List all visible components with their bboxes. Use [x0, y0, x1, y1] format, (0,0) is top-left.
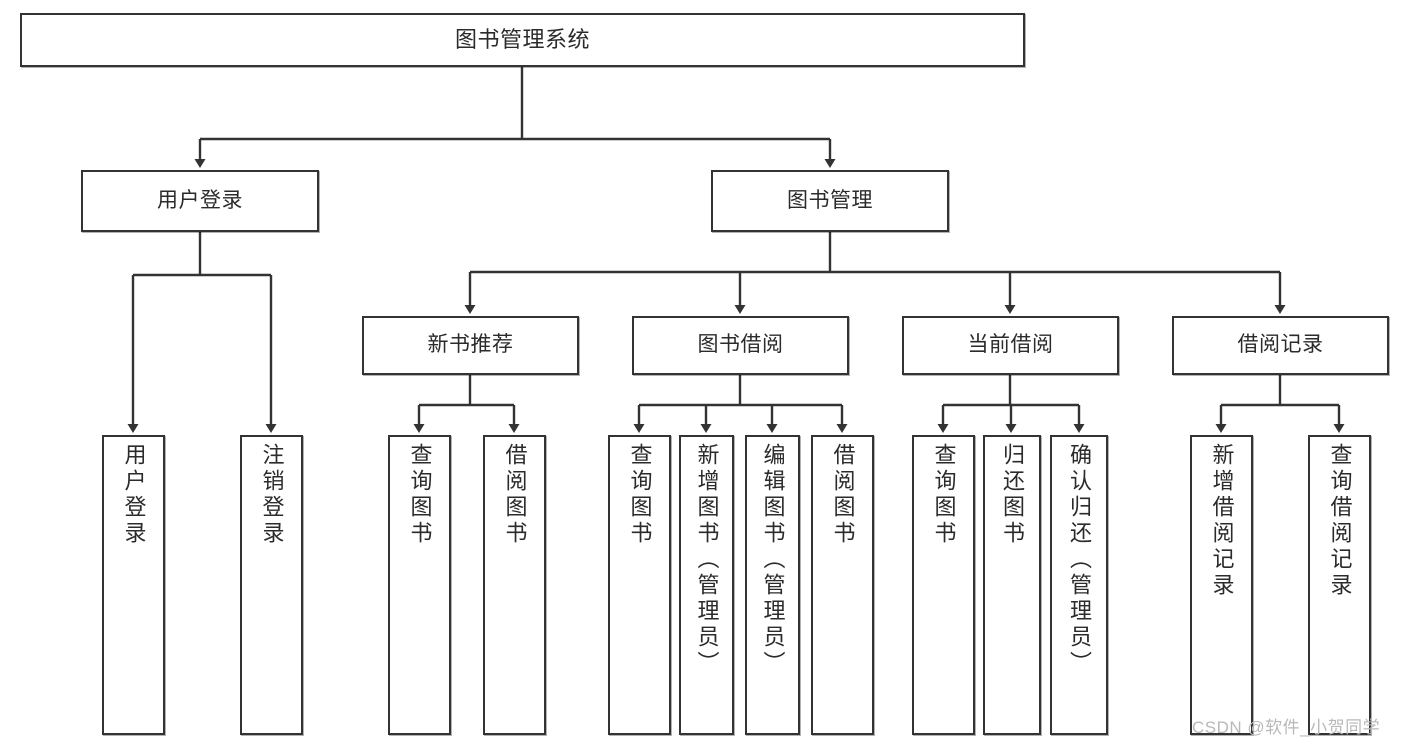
node-current-borrow[interactable]: 当前借阅: [902, 316, 1119, 375]
node-leaf-user-login[interactable]: 用户登录: [102, 435, 165, 735]
node-leaf-confirm-return-admin[interactable]: 确认归还（管理员）: [1050, 435, 1108, 735]
node-leaf-add-book-admin-label: 新增图书（管理员）: [694, 443, 720, 677]
node-leaf-add-borrow-record-label: 新增借阅记录: [1209, 443, 1235, 599]
node-leaf-logout-login[interactable]: 注销登录: [240, 435, 303, 735]
node-leaf-add-borrow-record[interactable]: 新增借阅记录: [1190, 435, 1253, 735]
node-leaf-borrow-book-2[interactable]: 借阅图书: [811, 435, 874, 735]
node-leaf-query-book-1-label: 查询图书: [407, 443, 433, 547]
node-root[interactable]: 图书管理系统: [20, 13, 1025, 67]
node-borrow-record-label: 借阅记录: [1237, 333, 1324, 357]
node-book-borrow-label: 图书借阅: [697, 333, 784, 357]
node-leaf-return-book[interactable]: 归还图书: [983, 435, 1041, 735]
node-book-borrow[interactable]: 图书借阅: [632, 316, 849, 375]
node-borrow-record[interactable]: 借阅记录: [1172, 316, 1389, 375]
node-leaf-edit-book-admin[interactable]: 编辑图书（管理员）: [745, 435, 800, 735]
node-book-manage-label: 图书管理: [787, 188, 873, 212]
node-leaf-return-book-label: 归还图书: [999, 443, 1025, 547]
node-leaf-query-book-1[interactable]: 查询图书: [388, 435, 451, 735]
node-leaf-confirm-return-admin-label: 确认归还（管理员）: [1066, 443, 1092, 677]
node-leaf-query-book-3[interactable]: 查询图书: [912, 435, 975, 735]
node-leaf-logout-login-label: 注销登录: [259, 443, 285, 547]
node-new-book-recommend-label: 新书推荐: [427, 333, 514, 357]
node-leaf-borrow-book-1-label: 借阅图书: [502, 443, 528, 547]
node-leaf-borrow-book-2-label: 借阅图书: [830, 443, 856, 547]
node-user-login-label: 用户登录: [157, 188, 243, 212]
node-leaf-user-login-label: 用户登录: [121, 443, 147, 547]
node-new-book-recommend[interactable]: 新书推荐: [362, 316, 579, 375]
node-leaf-query-book-3-label: 查询图书: [931, 443, 957, 547]
node-leaf-query-borrow-record-label: 查询借阅记录: [1327, 443, 1353, 599]
node-leaf-query-book-2[interactable]: 查询图书: [608, 435, 671, 735]
node-leaf-query-book-2-label: 查询图书: [627, 443, 653, 547]
node-leaf-borrow-book-1[interactable]: 借阅图书: [483, 435, 546, 735]
node-root-label: 图书管理系统: [454, 27, 590, 53]
node-user-login[interactable]: 用户登录: [81, 170, 319, 232]
node-leaf-edit-book-admin-label: 编辑图书（管理员）: [760, 443, 786, 677]
node-leaf-add-book-admin[interactable]: 新增图书（管理员）: [679, 435, 734, 735]
node-current-borrow-label: 当前借阅: [967, 333, 1054, 357]
watermark-text: CSDN @软件_小贺同学: [1192, 718, 1381, 737]
node-leaf-query-borrow-record[interactable]: 查询借阅记录: [1308, 435, 1371, 735]
node-book-manage[interactable]: 图书管理: [711, 170, 949, 232]
